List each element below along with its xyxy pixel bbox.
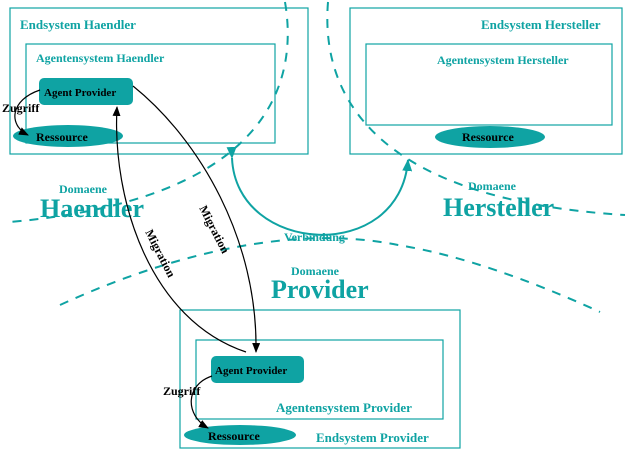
zugriff-arrow-haendler [14,89,41,136]
ressource-provider [184,425,296,445]
agentensystem-haendler-label: Agentensystem Haendler [36,51,165,65]
endsystem-provider-box [179,309,461,449]
endsystem-provider-label: Endsystem Provider [316,430,429,445]
verbindung-arrow [226,146,413,236]
zugriff-arrow-provider [190,375,213,429]
agentensystem-provider-label: Agentensystem Provider [276,400,412,415]
ressource-hersteller-label: Ressource [462,130,514,144]
domain-provider-big: Provider [271,275,369,304]
domain-boundary-provider [59,237,601,313]
ressource-provider-label: Ressource [208,429,260,443]
agent-provider-provider [211,356,304,383]
ressource-hersteller [435,126,545,148]
agentensystem-hersteller-label: Agentensystem Hersteller [437,53,569,67]
endsystem-haendler-box [9,7,309,155]
domain-haendler-big: Haendler [40,194,144,223]
agent-provider-haendler-label: Agent Provider [44,87,116,99]
migration-arrow-out [132,85,261,353]
endsystem-hersteller-label: Endsystem Hersteller [481,17,601,32]
endsystem-hersteller-box [349,7,623,155]
endsystem-haendler-label: Endsystem Haendler [20,17,136,32]
domain-haendler-small: Domaene [59,182,108,196]
domain-boundary-haendler [9,1,289,223]
domain-hersteller-small: Domaene [468,179,517,193]
agentensystem-provider-box [195,339,444,420]
zugriff-haendler-label: Zugriff [2,101,40,115]
agentensystem-haendler-box [25,43,276,144]
agent-provider-haendler [39,78,133,105]
agentensystem-hersteller-box [365,43,613,126]
zugriff-provider-label: Zugriff [163,384,201,398]
ressource-haendler [13,125,123,147]
ressource-haendler-label: Ressource [36,130,88,144]
domain-hersteller-big: Hersteller [443,193,554,222]
agent-provider-provider-label: Agent Provider [215,365,287,377]
migration-back-label: Migration [142,227,178,280]
domain-provider-small: Domaene [291,264,340,278]
migration-arrow-back [112,106,247,353]
verbindung-label: Verbindung [284,230,345,244]
domain-boundary-hersteller [326,1,626,216]
